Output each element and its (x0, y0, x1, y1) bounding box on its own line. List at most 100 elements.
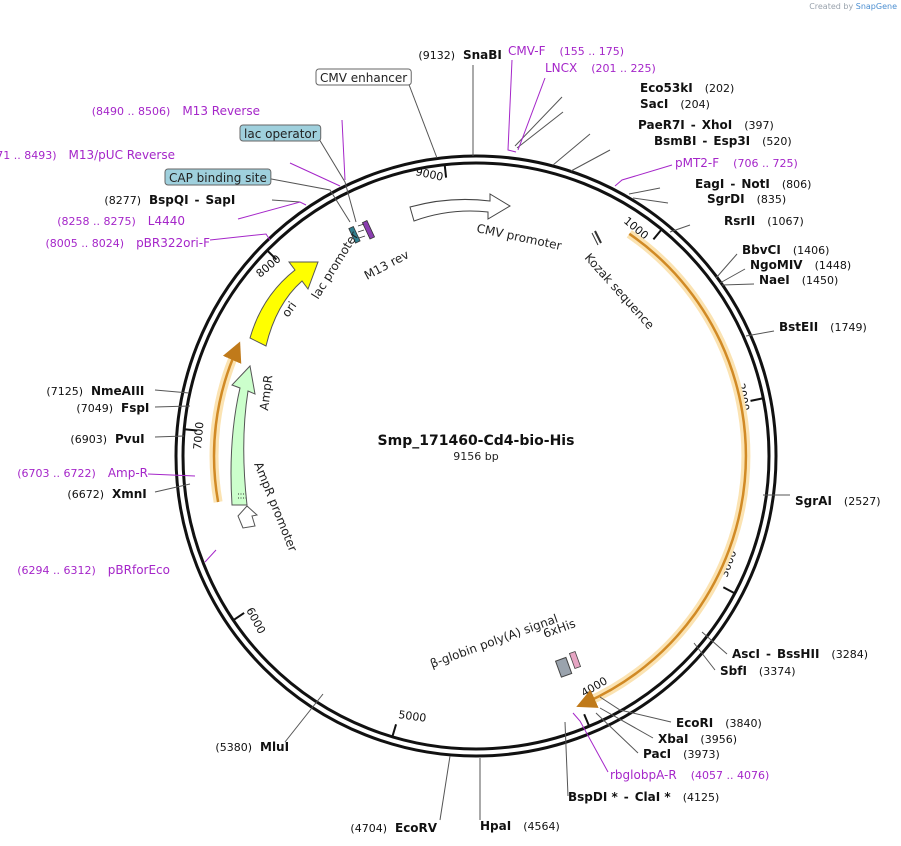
kozak-mark-2 (591, 232, 599, 246)
plasmid-size: 9156 bp (453, 450, 498, 463)
primer-name: pMT2-F (675, 156, 719, 170)
enzyme-name: BstEII (779, 320, 818, 334)
primer-range: (8490 .. 8506) (92, 105, 171, 118)
leader-line (289, 162, 341, 187)
enzyme-name-2: XhoI (702, 118, 733, 132)
cmv-promoter-label: CMV promoter (475, 221, 563, 253)
enzyme-name: Eco53kI (640, 81, 693, 95)
enzyme-separator: - (195, 193, 200, 207)
primer-name: M13/pUC Reverse (69, 148, 176, 162)
leader-line (237, 201, 307, 220)
leader-line (564, 721, 569, 797)
enzyme-separator: - (766, 647, 771, 661)
enzyme-name: SbfI (720, 664, 747, 678)
polya-label: β-globin poly(A) signal (428, 612, 560, 671)
leader-line (516, 111, 564, 149)
enzyme-separator: - (702, 134, 707, 148)
ori-arrow[interactable] (249, 261, 319, 347)
enzyme-name: NgoMIV (750, 258, 803, 272)
leader-line (552, 133, 591, 166)
enzyme-name: PaeR7I (638, 118, 685, 132)
enzyme-name: BbvCI (742, 243, 781, 257)
primer-range: (6294 .. 6312) (17, 564, 96, 577)
boxed-feature-box (315, 68, 412, 86)
leader-line (315, 133, 357, 223)
scale-tick (722, 586, 736, 595)
boxed-feature-box (164, 168, 272, 186)
leader-line (271, 199, 301, 203)
plasmid-name: Smp_171460-Cd4-bio-His (378, 433, 575, 449)
scale-tick (652, 228, 663, 241)
m13-rev-label: M13 rev (362, 247, 411, 282)
enzyme-name: BspDI * (568, 790, 618, 804)
enzyme-position: (397) (744, 119, 774, 132)
enzyme-position: (520) (762, 135, 792, 148)
boxed-feature-box (239, 124, 322, 142)
enzyme-name: NmeAIII (91, 384, 144, 398)
ampr-promoter-arrow[interactable] (237, 505, 259, 529)
enzyme-position: (3284) (831, 648, 868, 661)
primer-range: (4057 .. 4076) (691, 769, 770, 782)
enzyme-name: HpaI (480, 819, 511, 833)
enzyme-name: MluI (260, 740, 289, 754)
leader-line (599, 696, 672, 723)
leader-line (154, 405, 191, 408)
enzyme-position: (3973) (683, 748, 720, 761)
leader-line (701, 631, 728, 655)
polya-mark (554, 656, 573, 678)
enzyme-position: (806) (782, 178, 812, 191)
enzyme-separator: - (730, 177, 735, 191)
annotation-labels: (9132)SnaBI(202)Eco53kI(204)SacI(397)Pae… (0, 44, 880, 835)
annotation-leaders (147, 59, 790, 821)
enzyme-name-2: SapI (206, 193, 236, 207)
leader-line (407, 81, 438, 159)
enzyme-position: (4704) (350, 822, 387, 835)
leader-line (439, 755, 451, 821)
ampr-arrow[interactable] (230, 364, 256, 506)
primer-name: CMV-F (508, 44, 546, 58)
enzyme-position: (2527) (844, 495, 881, 508)
leader-line (595, 712, 639, 754)
scale-tick (583, 713, 591, 727)
primer-name: L4440 (148, 214, 185, 228)
primer-range: (155 .. 175) (559, 45, 624, 58)
backbone (174, 154, 778, 758)
leader-line (284, 693, 324, 743)
scale-tick (266, 249, 278, 261)
enzyme-separator: - (691, 118, 696, 132)
primer-range: (6703 .. 6722) (17, 467, 96, 480)
cmv-promoter-arrow[interactable] (409, 193, 511, 222)
enzyme-name: NaeI (759, 273, 790, 287)
primer-range: (201 .. 225) (591, 62, 656, 75)
enzyme-name: SgrAI (795, 494, 832, 508)
primer-name: LNCX (545, 61, 577, 75)
primer-name: Amp-R (108, 466, 148, 480)
enzyme-position: (9132) (418, 49, 455, 62)
enzyme-name-2: Esp3I (713, 134, 750, 148)
leader-line (341, 119, 346, 181)
scale-tick-label: 7000 (191, 421, 206, 450)
enzyme-name-2: BssHII (777, 647, 819, 661)
enzyme-position: (3956) (700, 733, 737, 746)
enzyme-position: (204) (680, 98, 710, 111)
enzyme-name: PacI (643, 747, 671, 761)
enzyme-position: (7049) (76, 402, 113, 415)
enzyme-name: EcoRI (676, 716, 713, 730)
scale-tick (750, 397, 764, 402)
primer-name: rbglobpA-R (610, 768, 677, 782)
primer-range: (8005 .. 8024) (46, 237, 125, 250)
enzyme-position: (202) (705, 82, 735, 95)
enzyme-name: SnaBI (463, 48, 502, 62)
lac-operator-mark (357, 223, 366, 239)
ampr-label: AmpR (257, 374, 275, 411)
leader-line (572, 712, 609, 773)
his-tag-mark (568, 650, 582, 670)
enzyme-name: EagI (695, 177, 724, 191)
enzyme-position: (7125) (46, 385, 83, 398)
primer-name: M13 Reverse (182, 104, 260, 118)
scale-tick (443, 164, 448, 178)
leader-line (719, 268, 746, 284)
scale-tick (184, 428, 198, 432)
primer-range: (706 .. 725) (733, 157, 798, 170)
enzyme-position: (4564) (523, 820, 560, 833)
